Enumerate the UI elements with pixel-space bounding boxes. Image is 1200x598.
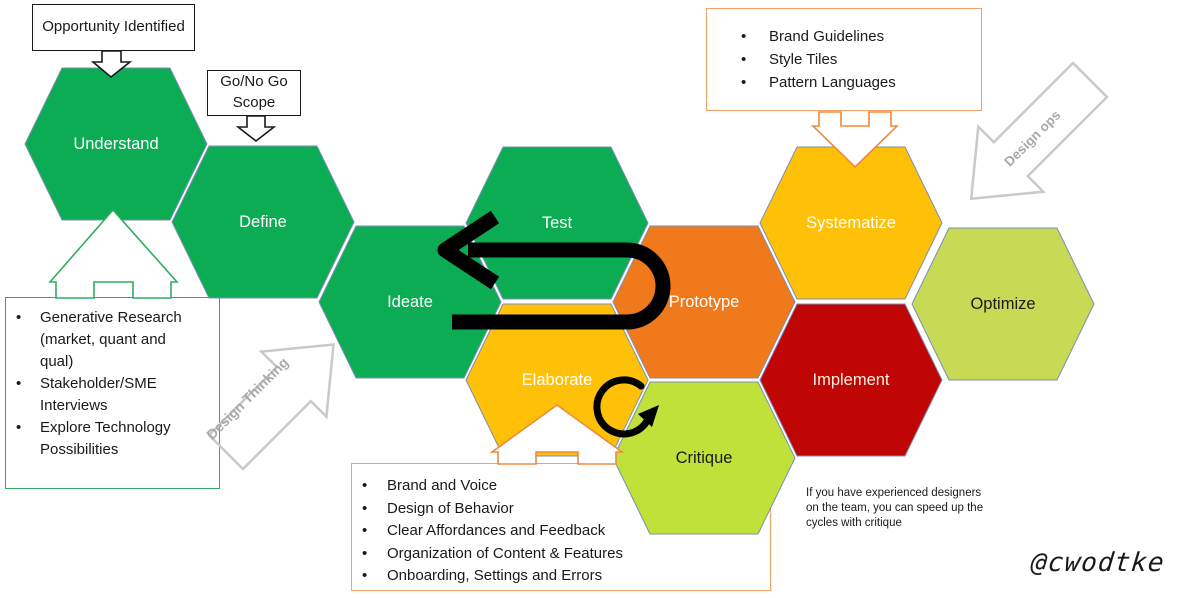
hex-define [171, 145, 355, 299]
hex-label-systematize: Systematize [806, 213, 896, 232]
systematize-arrow [811, 111, 899, 169]
critique-note: If you have experienced designers on the… [806, 487, 984, 529]
hex-label-ideate: Ideate [387, 292, 433, 311]
elaboration-arrow [489, 404, 625, 465]
hex-implement [759, 303, 943, 457]
bullet: • [741, 28, 747, 45]
hex-prototype [612, 225, 796, 379]
research-callout-box: • Generative Research (market, quant and… [5, 297, 220, 489]
list-item-text: Brand Guidelines [769, 28, 885, 45]
list-item-text: Onboarding, Settings and Errors [387, 567, 603, 585]
research-arrow [48, 208, 179, 299]
list-item-text: Design of Behavior [387, 499, 514, 517]
bullet: • [16, 309, 22, 326]
list-item-text: Explore Technology Possibilities [40, 419, 171, 458]
bullet: • [16, 419, 22, 436]
author-signature: @cwodtke [1029, 548, 1167, 578]
return-arrow [452, 242, 671, 330]
hex-label-define: Define [239, 212, 287, 231]
hex-label-test: Test [541, 213, 573, 232]
bullet: • [16, 375, 22, 392]
hex-test [465, 146, 649, 300]
list-item-text: Clear Affordances and Feedback [387, 522, 606, 540]
bullet: • [362, 499, 368, 517]
opportunity-arrow [90, 50, 133, 79]
bullet: • [362, 477, 368, 494]
list-item-text: Stakeholder/SME Interviews [40, 375, 157, 414]
hex-label-understand: Understand [73, 134, 159, 153]
critique-loop-arrow-head [638, 405, 659, 427]
go-no-go-scope-box: Go/No Go Scope [207, 70, 301, 116]
list-item: • Brand Guidelines [741, 25, 975, 48]
list-item-text: Generative Research (market, quant and q… [40, 309, 182, 370]
design-ops-label: Design ops [1000, 106, 1064, 170]
hex-ideate [318, 225, 502, 379]
hex-understand [24, 67, 208, 221]
list-item: • Clear Affordances and Feedback [362, 520, 764, 543]
list-item-text: Style Tiles [769, 51, 838, 68]
opportunity-identified-text: Opportunity Identified [42, 18, 185, 36]
hex-optimize [911, 227, 1095, 381]
bullet: • [362, 567, 368, 585]
go-no-go-arrow [235, 115, 277, 143]
list-item-text: Brand and Voice [387, 477, 498, 494]
critique-loop-arrow [593, 376, 651, 438]
list-item: • Pattern Languages [741, 71, 975, 94]
hex-label-optimize: Optimize [970, 294, 1036, 313]
hex-elaborate [465, 303, 649, 457]
bullet: • [362, 544, 368, 562]
go-no-go-scope-text: Go/No Go Scope [220, 73, 288, 111]
list-item: • Organization of Content & Features [362, 543, 764, 566]
list-item-text: Organization of Content & Features [387, 544, 623, 562]
hex-label-elaborate: Elaborate [521, 370, 593, 389]
bullet: • [741, 51, 747, 68]
list-item: • Generative Research (market, quant and… [16, 307, 215, 373]
elaboration-callout-box: • Brand and Voice • Design of Behavior •… [351, 463, 771, 591]
hex-systematize [759, 146, 943, 300]
list-item: • Onboarding, Settings and Errors [362, 565, 764, 588]
hex-label-implement: Implement [812, 370, 890, 389]
list-item-text: Pattern Languages [769, 74, 896, 91]
opportunity-identified-box: Opportunity Identified [32, 4, 195, 51]
list-item: • Stakeholder/SME Interviews [16, 373, 215, 417]
bullet: • [362, 522, 368, 540]
bullet: • [741, 74, 747, 91]
list-item: • Explore Technology Possibilities [16, 417, 215, 461]
return-arrow-head [437, 210, 500, 290]
list-item: • Brand and Voice [362, 475, 764, 498]
hex-label-prototype: Prototype [668, 292, 740, 311]
brand-guidelines-callout-box: • Brand Guidelines • Style Tiles • Patte… [706, 8, 982, 111]
list-item: • Style Tiles [741, 48, 975, 71]
list-item: • Design of Behavior [362, 498, 764, 521]
